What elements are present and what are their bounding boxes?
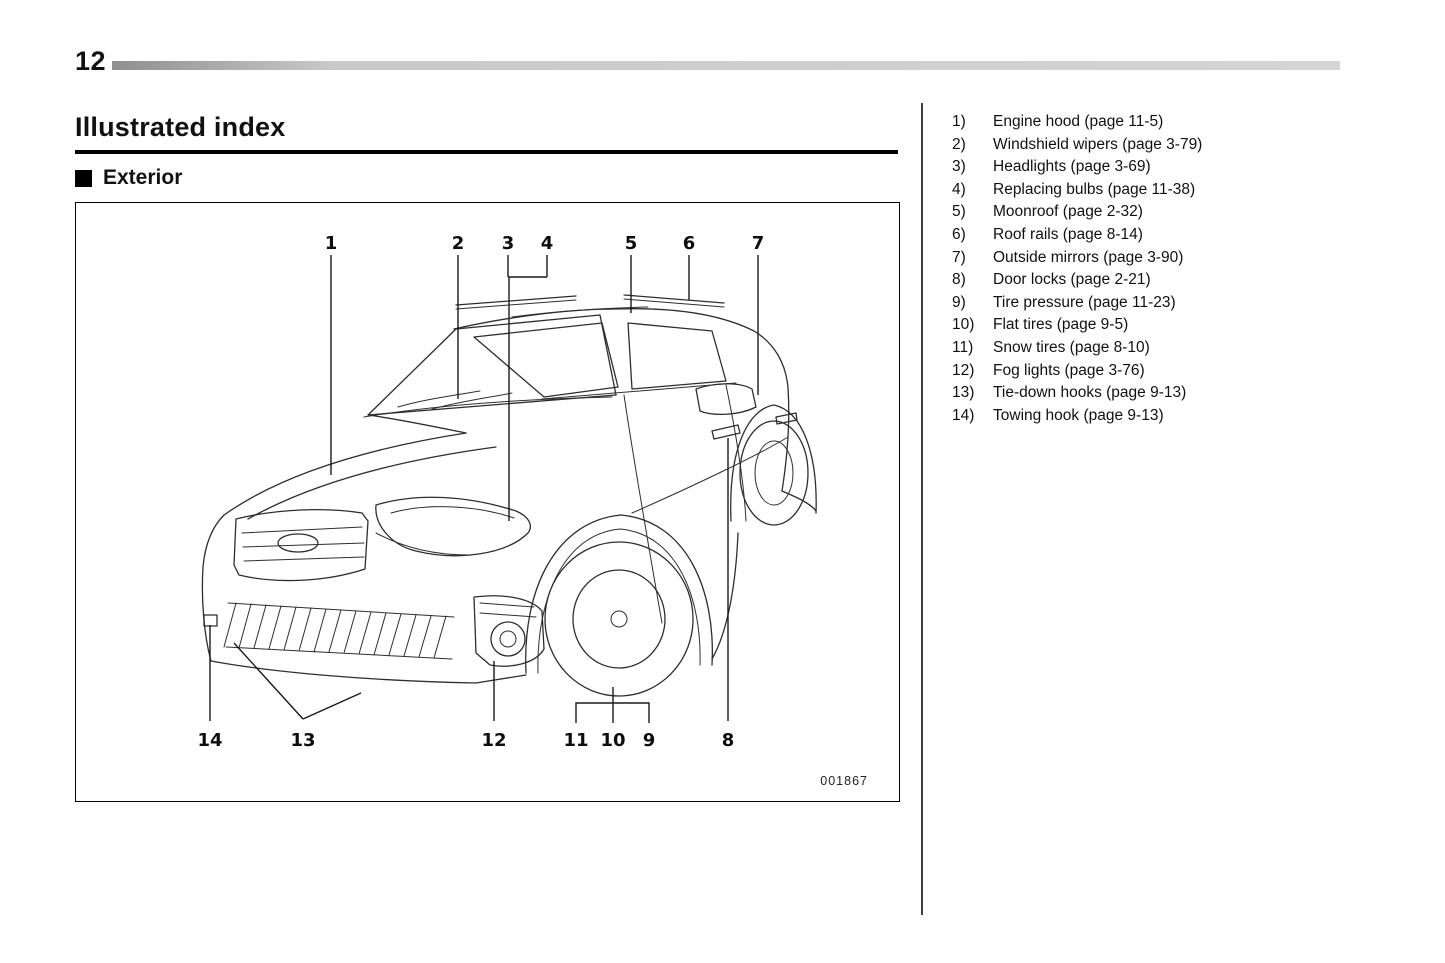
index-item: 2) Windshield wipers (page 3-79) (952, 134, 1432, 157)
index-item-label: Windshield wipers (page 3-79) (993, 135, 1203, 153)
index-item-label: Flat tires (page 9-5) (993, 316, 1129, 334)
index-item-label: Outside mirrors (page 3-90) (993, 248, 1184, 266)
callout-number-12: 12 (481, 730, 506, 751)
index-item-number: 4) (952, 180, 966, 198)
callout-number-11: 11 (563, 730, 588, 751)
callout-number-14: 14 (197, 730, 222, 751)
index-item: 12) Fog lights (page 3-76) (952, 360, 1432, 383)
index-item-number: 8) (952, 271, 966, 289)
callout-number-4: 4 (541, 233, 554, 254)
index-item-number: 11) (952, 338, 974, 356)
index-item: 1) Engine hood (page 11-5) (952, 111, 1432, 134)
index-item-number: 13) (952, 384, 975, 402)
index-item-label: Replacing bulbs (page 11-38) (993, 180, 1196, 198)
callout-number-8: 8 (722, 730, 735, 751)
illustrated-index-list: 1) Engine hood (page 11-5) 2) Windshield w… (952, 111, 1432, 427)
page-number: 12 (75, 46, 107, 76)
car-illustration (201, 294, 817, 697)
index-item: 8) Door locks (page 2-21) (952, 269, 1432, 292)
index-item-number: 3) (952, 158, 966, 176)
index-item: 3) Headlights (page 3-69) (952, 156, 1432, 179)
index-item-number: 7) (952, 248, 966, 266)
callout-number-5: 5 (625, 233, 638, 254)
index-item-number: 14) (952, 406, 975, 424)
column-divider (921, 103, 923, 915)
callout-lines (209, 255, 759, 723)
callout-number-2: 2 (452, 233, 465, 254)
callout-numbers: 1 2 3 4 5 6 7 14 13 12 11 10 9 8 (197, 233, 764, 751)
header-rule (112, 61, 1340, 70)
index-item-number: 10) (952, 316, 975, 334)
index-item: 9) Tire pressure (page 11-23) (952, 292, 1432, 315)
callout-number-13: 13 (290, 730, 315, 751)
index-item-label: Moonroof (page 2-32) (993, 203, 1143, 221)
callout-number-6: 6 (683, 233, 696, 254)
page-title: Illustrated index (75, 112, 898, 154)
index-item-number: 1) (952, 113, 966, 130)
index-item-label: Fog lights (page 3-76) (993, 361, 1145, 379)
section-bullet-icon (75, 169, 92, 187)
index-item-number: 2) (952, 135, 966, 153)
index-item: 6) Roof rails (page 8-14) (952, 224, 1432, 247)
index-item-label: Towing hook (page 9-13) (993, 406, 1164, 424)
index-item-label: Roof rails (page 8-14) (993, 225, 1143, 243)
index-item-label: Headlights (page 3-69) (993, 158, 1151, 176)
callout-number-9: 9 (643, 730, 656, 751)
index-item-number: 12) (952, 361, 975, 379)
index-item-label: Engine hood (page 11-5) (993, 113, 1164, 130)
index-item: 10) Flat tires (page 9-5) (952, 314, 1432, 337)
index-item-label: Snow tires (page 8-10) (993, 338, 1150, 356)
car-exterior-diagram: 1 2 3 4 5 6 7 14 13 12 11 10 9 8 001867 (197, 233, 868, 788)
index-item-label: Tire pressure (page 11-23) (993, 293, 1176, 311)
section-label: Exterior (103, 166, 183, 189)
index-item-number: 6) (952, 225, 966, 243)
index-item: 11) Snow tires (page 8-10) (952, 337, 1432, 360)
callout-number-10: 10 (600, 730, 625, 751)
index-item-label: Door locks (page 2-21) (993, 271, 1151, 289)
figure-code: 001867 (820, 774, 868, 788)
index-item-number: 9) (952, 293, 966, 311)
index-item: 7) Outside mirrors (page 3-90) (952, 247, 1432, 270)
callout-number-1: 1 (325, 233, 338, 254)
exterior-figure: 1 2 3 4 5 6 7 14 13 12 11 10 9 8 001867 (75, 202, 900, 802)
index-item-label: Tie-down hooks (page 9-13) (993, 384, 1187, 402)
index-item: 5) Moonroof (page 2-32) (952, 201, 1432, 224)
section-heading-exterior: Exterior (75, 166, 182, 190)
callout-number-7: 7 (752, 233, 765, 254)
index-item: 14) Towing hook (page 9-13) (952, 405, 1432, 428)
index-item: 4) Replacing bulbs (page 11-38) (952, 179, 1432, 202)
index-item-number: 5) (952, 203, 966, 221)
callout-number-3: 3 (502, 233, 515, 254)
index-item: 13) Tie-down hooks (page 9-13) (952, 382, 1432, 405)
